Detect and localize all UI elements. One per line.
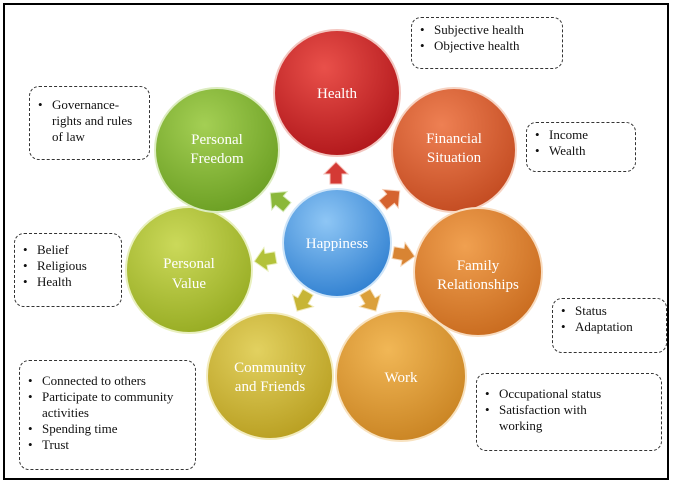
- note-community-item: Trust: [28, 437, 187, 453]
- factor-community-label-1: Community: [234, 360, 306, 376]
- note-health-item: Objective health: [420, 38, 554, 54]
- note-value-item: Belief: [23, 242, 113, 258]
- center-happiness-label: Happiness: [306, 236, 369, 252]
- factor-freedom-label-2: Freedom: [190, 151, 244, 167]
- note-community-item: Spending time: [28, 421, 187, 437]
- factor-freedom-label-1: Personal: [191, 132, 243, 148]
- note-freedom: Governance-rights and rules of law: [29, 86, 150, 160]
- note-work-item: Occupational status: [485, 386, 653, 402]
- factor-value-label-1: Personal: [163, 256, 215, 272]
- factor-financial: Financial Situation: [391, 87, 517, 213]
- factor-community: Community and Friends: [206, 312, 334, 440]
- arrow-to-work: [358, 288, 382, 312]
- factor-freedom: Personal Freedom: [154, 87, 280, 213]
- note-health-item: Subjective health: [420, 22, 554, 38]
- note-community-item: Connected to others: [28, 373, 187, 389]
- note-family-item: Adaptation: [561, 319, 658, 335]
- factor-value: Personal Value: [125, 206, 253, 334]
- factor-family: Family Relationships: [413, 207, 543, 337]
- note-financial-item: Income: [535, 127, 627, 143]
- arrow-to-value: [253, 246, 278, 273]
- factor-work: Work: [335, 310, 467, 442]
- arrow-to-financial: [378, 188, 401, 211]
- factor-community-label-2: and Friends: [235, 379, 306, 395]
- note-community: Connected to others Participate to commu…: [19, 360, 196, 470]
- note-value: Belief Religious Health: [14, 233, 122, 307]
- factor-family-label-1: Family: [457, 258, 500, 274]
- arrow-to-community: [291, 288, 315, 312]
- center-happiness: Happiness: [282, 188, 392, 298]
- note-family: Status Adaptation: [552, 298, 667, 353]
- factor-health: Health: [273, 29, 401, 157]
- note-family-item: Status: [561, 303, 658, 319]
- note-freedom-item: Governance-rights and rules of law: [38, 97, 144, 145]
- note-value-item: Religious: [23, 258, 113, 274]
- note-financial-item: Wealth: [535, 143, 627, 159]
- note-health: Subjective health Objective health: [411, 17, 563, 69]
- arrow-to-family: [391, 241, 416, 268]
- note-work-item: Satisfaction with working: [485, 402, 619, 434]
- factor-value-label-2: Value: [172, 276, 206, 292]
- factor-family-label-2: Relationships: [437, 277, 519, 293]
- note-financial: Income Wealth: [526, 122, 636, 172]
- note-work: Occupational status Satisfaction with wo…: [476, 373, 662, 451]
- factor-financial-label-1: Financial: [426, 131, 482, 147]
- diagram-frame: [3, 3, 669, 480]
- arrow-to-health: [322, 161, 350, 185]
- note-community-item: Participate to community activities: [28, 389, 182, 421]
- factor-financial-label-2: Situation: [427, 150, 482, 166]
- arrow-to-freedom: [269, 190, 292, 213]
- factor-health-label: Health: [317, 86, 357, 102]
- note-value-item: Health: [23, 274, 113, 290]
- factor-work-label: Work: [385, 370, 418, 386]
